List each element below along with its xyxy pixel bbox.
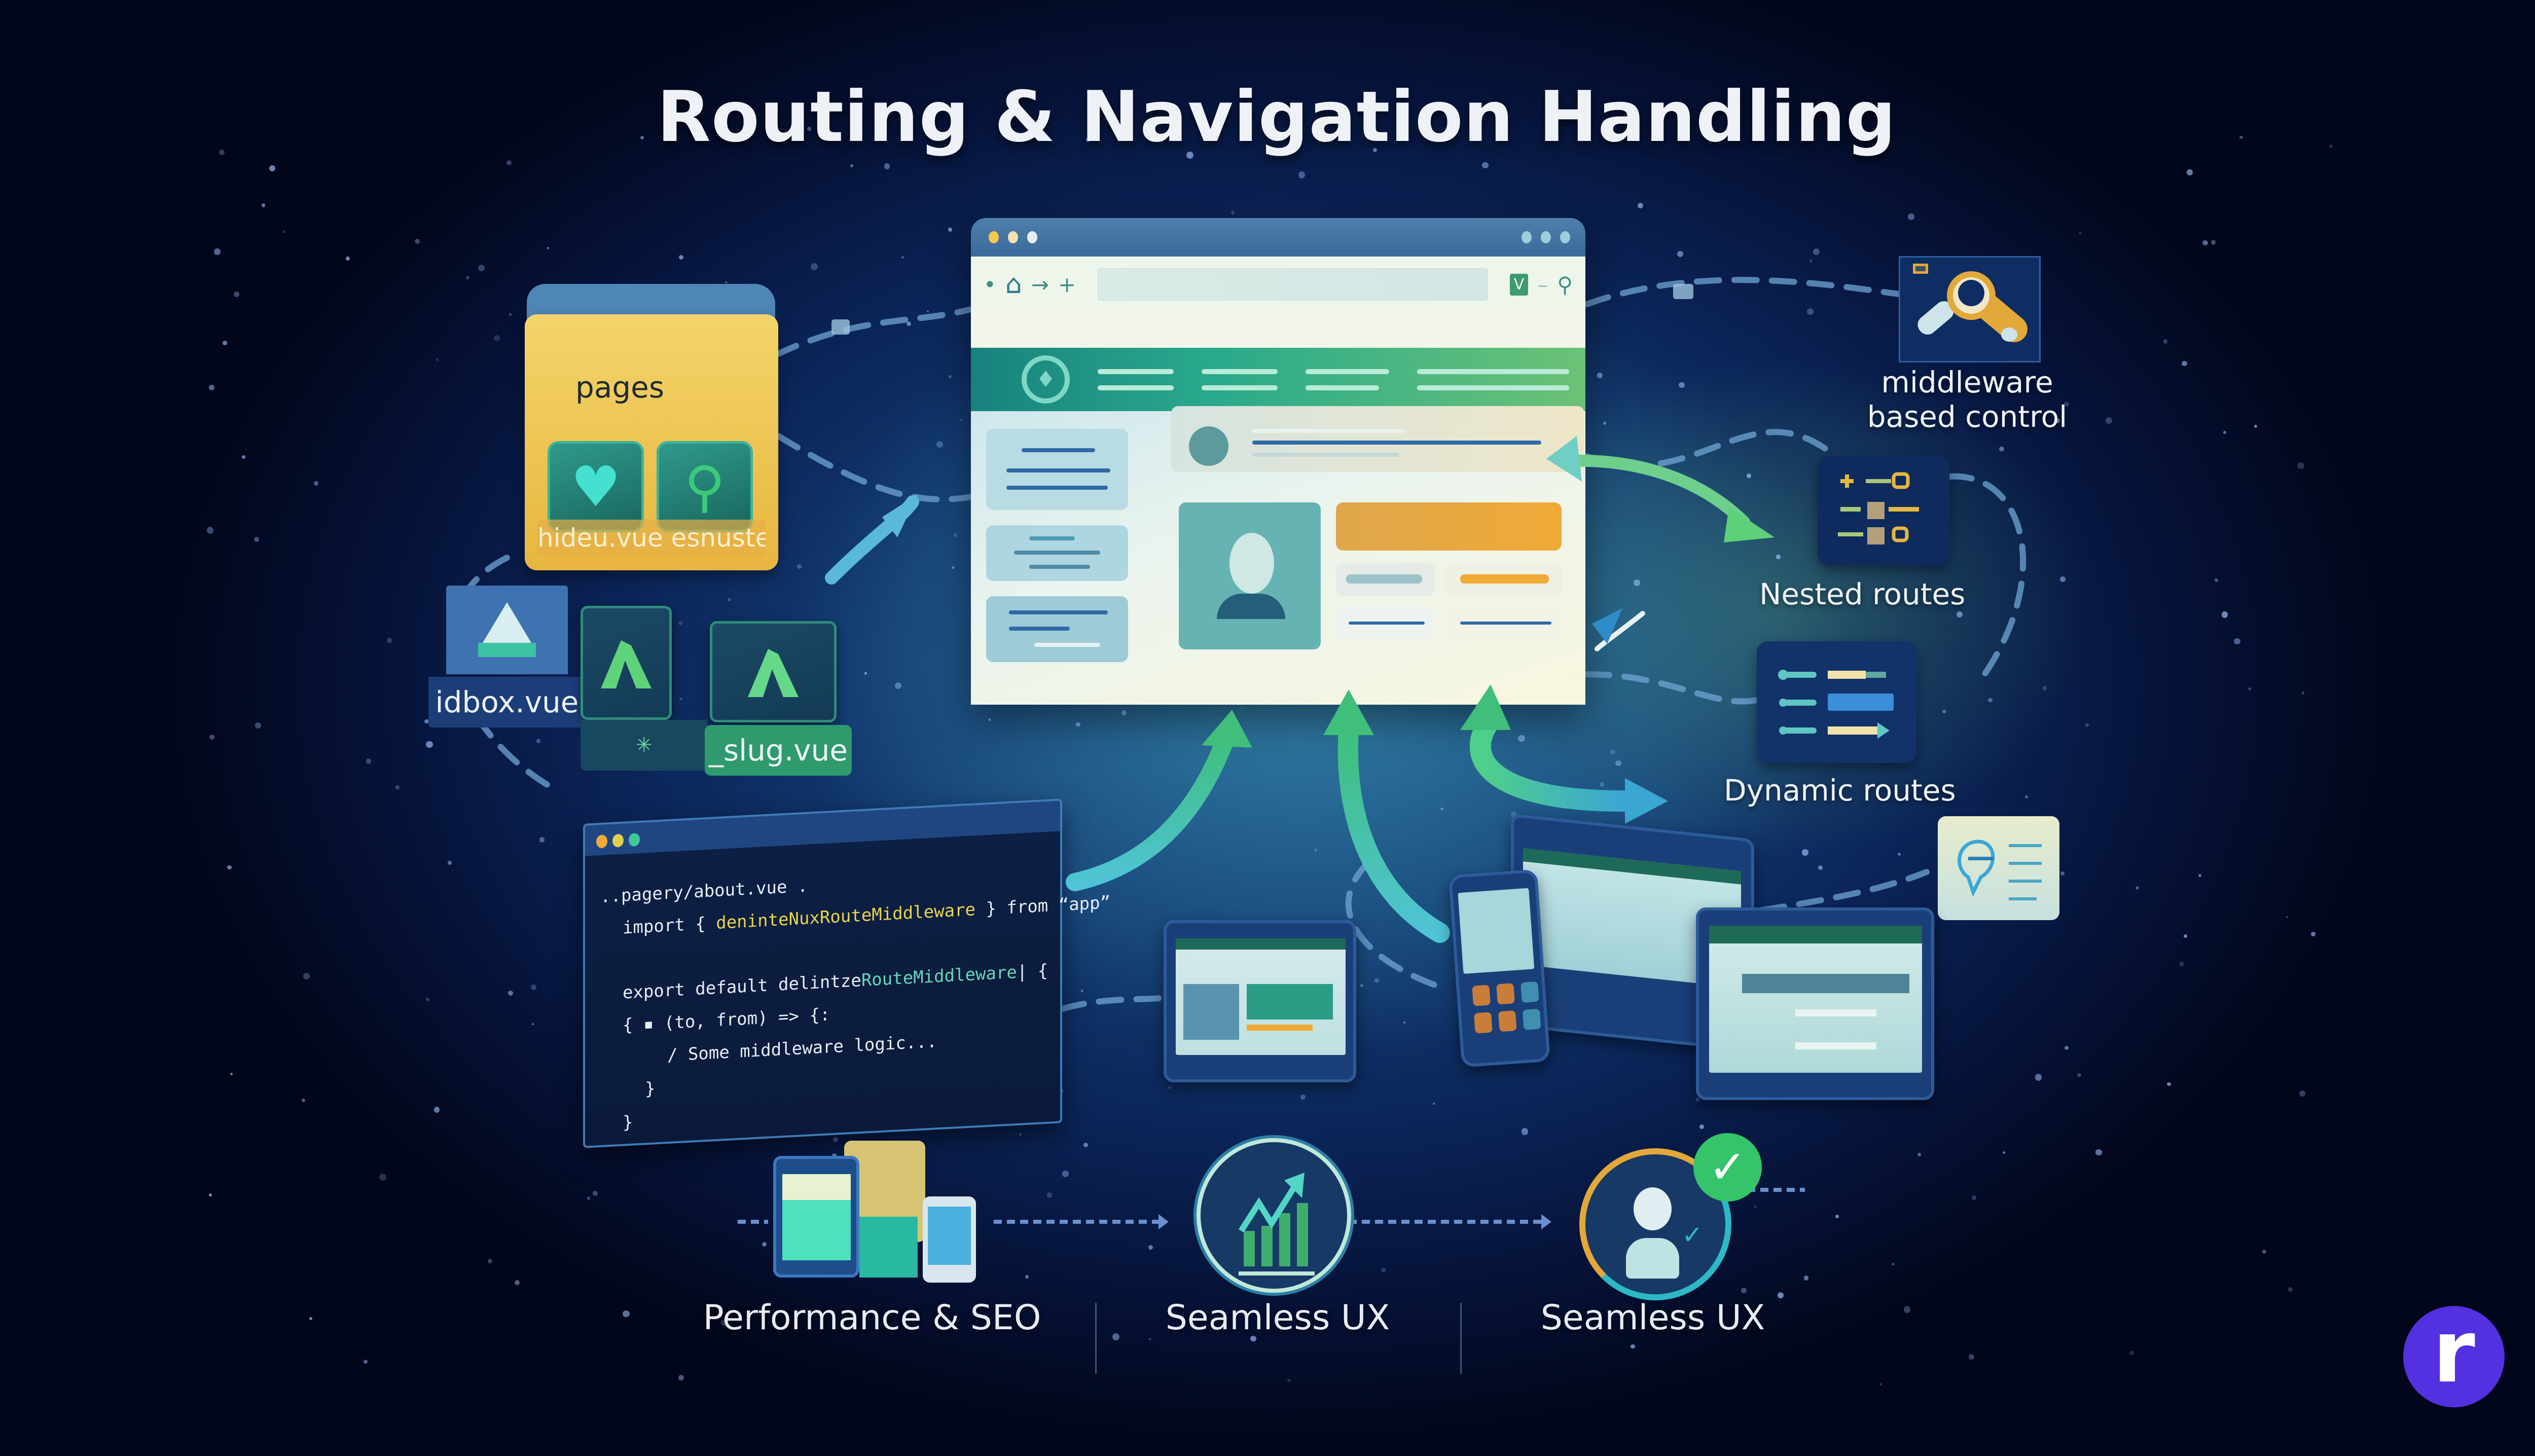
nested-routes-icon-box[interactable] (1818, 456, 1949, 565)
page-tile-heart[interactable]: ♥ (548, 441, 644, 532)
vue-logo-icon (748, 649, 799, 697)
feature-label-seamless-ux-1: Seamless UX (1165, 1298, 1390, 1338)
window-dot[interactable] (1008, 231, 1018, 243)
avatar (1229, 533, 1274, 594)
window-dot[interactable] (989, 231, 999, 243)
checkmark-badge-icon: ✓ (1693, 1133, 1762, 1202)
middleware-label: middleware based control (1840, 365, 2094, 434)
cta-banner[interactable] (1336, 502, 1562, 551)
divider (1460, 1303, 1462, 1374)
sidebar-card[interactable] (986, 429, 1128, 510)
sparkle-icon: ✳ (635, 734, 653, 757)
idbox-file[interactable]: idbox.vue (428, 586, 586, 727)
browser-toolbar: • ⌂ → + V – ⚲ (971, 257, 1585, 312)
folder-caption: hideu.vue esnuste (537, 520, 766, 556)
devices-icon (773, 1141, 986, 1283)
phone-keypad (1472, 981, 1541, 1034)
back-icon[interactable]: • (984, 272, 996, 297)
brand-logo-badge[interactable]: r (2403, 1306, 2505, 1407)
middleware-label-line2: based control (1867, 399, 2068, 434)
vue-logo-icon (601, 640, 651, 688)
vue-extension-icon[interactable]: V (1509, 273, 1529, 296)
new-tab-icon[interactable]: + (1058, 272, 1076, 297)
tablet-device (1164, 920, 1356, 1082)
user-pin-icon: ⚲ (684, 454, 726, 519)
forward-icon[interactable]: → (1031, 272, 1049, 297)
stat-card[interactable] (1445, 606, 1562, 639)
profile-card[interactable] (1179, 502, 1321, 649)
site-logo-icon[interactable]: ♦ (1022, 355, 1070, 404)
browser-titlebar (971, 218, 1585, 257)
nested-tree-icon (1838, 472, 1919, 544)
avatar-shoulders (1217, 594, 1285, 619)
code-content: ..pagery/about.vue .import { deninteNuxR… (600, 854, 1110, 1140)
check-small-icon: ✓ (1682, 1220, 1703, 1250)
nav-link-4[interactable] (1417, 369, 1569, 390)
phone-screen (1458, 888, 1535, 974)
divider (1095, 1303, 1097, 1374)
header-card[interactable] (1171, 406, 1584, 472)
window-dot[interactable] (629, 832, 640, 847)
nav-link-3[interactable] (1306, 369, 1389, 390)
folder-label: pages (575, 370, 665, 405)
idbox-filename: idbox.vue (428, 677, 586, 727)
vue-file-tile[interactable] (581, 606, 672, 720)
code-editor[interactable]: ..pagery/about.vue .import { deninteNuxR… (583, 798, 1110, 1148)
browser-spacer (971, 312, 1585, 348)
growth-chart-icon (1197, 1138, 1351, 1293)
window-dot[interactable] (596, 834, 607, 849)
minimize-icon[interactable]: – (1537, 272, 1548, 297)
window-dot[interactable] (1522, 231, 1532, 243)
map-pin-list-icon (1958, 840, 2042, 900)
heart-icon: ♥ (570, 454, 621, 519)
dynamic-routes-label: Dynamic routes (1724, 773, 1956, 808)
dynamic-list-icon (1778, 670, 1894, 739)
dynamic-routes-icon-box[interactable] (1757, 641, 1916, 763)
window-dot[interactable] (1560, 231, 1570, 243)
slug-filename[interactable]: _slug.vue (705, 725, 852, 776)
site-navbar: ♦ (971, 348, 1585, 411)
nav-link-1[interactable] (1098, 369, 1174, 390)
window-dot[interactable] (1027, 231, 1037, 243)
window-controls (596, 832, 640, 849)
pages-folder[interactable]: pages ♥ ⚲ hideu.vue esnuste (525, 284, 778, 573)
feature-label-seamless-ux-2: Seamless UX (1540, 1298, 1765, 1338)
slug-file-tile[interactable] (710, 621, 837, 722)
window-dot[interactable] (612, 833, 624, 848)
home-icon[interactable]: ⌂ (1005, 269, 1022, 300)
sidebar-card[interactable] (986, 596, 1128, 662)
account-icon[interactable]: ⚲ (1557, 272, 1573, 297)
wrench-key-icon (1917, 271, 2027, 343)
page-title: Routing & Navigation Handling (657, 76, 1897, 158)
address-bar[interactable] (1098, 268, 1488, 301)
stat-card[interactable] (1336, 606, 1435, 639)
page-body (971, 406, 1585, 705)
tablet-device-large (1696, 907, 1934, 1100)
tablet-large-screen (1709, 926, 1922, 1073)
stat-card[interactable] (1445, 563, 1562, 596)
browser-window: • ⌂ → + V – ⚲ ♦ (971, 218, 1585, 705)
info-icon (1189, 426, 1228, 466)
page-tile-user[interactable]: ⚲ (657, 441, 753, 532)
window-dot[interactable] (1541, 231, 1551, 243)
map-pin-card[interactable] (1938, 816, 2059, 920)
feature-label-performance: Performance & SEO (703, 1298, 1041, 1338)
middleware-label-line1: middleware (1881, 365, 2053, 399)
triangle-logo-icon (446, 586, 568, 674)
folder-front: pages ♥ ⚲ hideu.vue esnuste (525, 314, 778, 570)
phone-device (1448, 869, 1551, 1068)
stat-card[interactable] (1336, 563, 1435, 596)
nested-routes-label: Nested routes (1759, 577, 1966, 611)
middleware-icon-box[interactable] (1899, 256, 2041, 362)
nav-link-2[interactable] (1202, 369, 1278, 390)
sidebar-card[interactable] (986, 525, 1128, 581)
vue-file-strip: ✳ (581, 720, 707, 771)
tablet-screen (1176, 938, 1346, 1055)
